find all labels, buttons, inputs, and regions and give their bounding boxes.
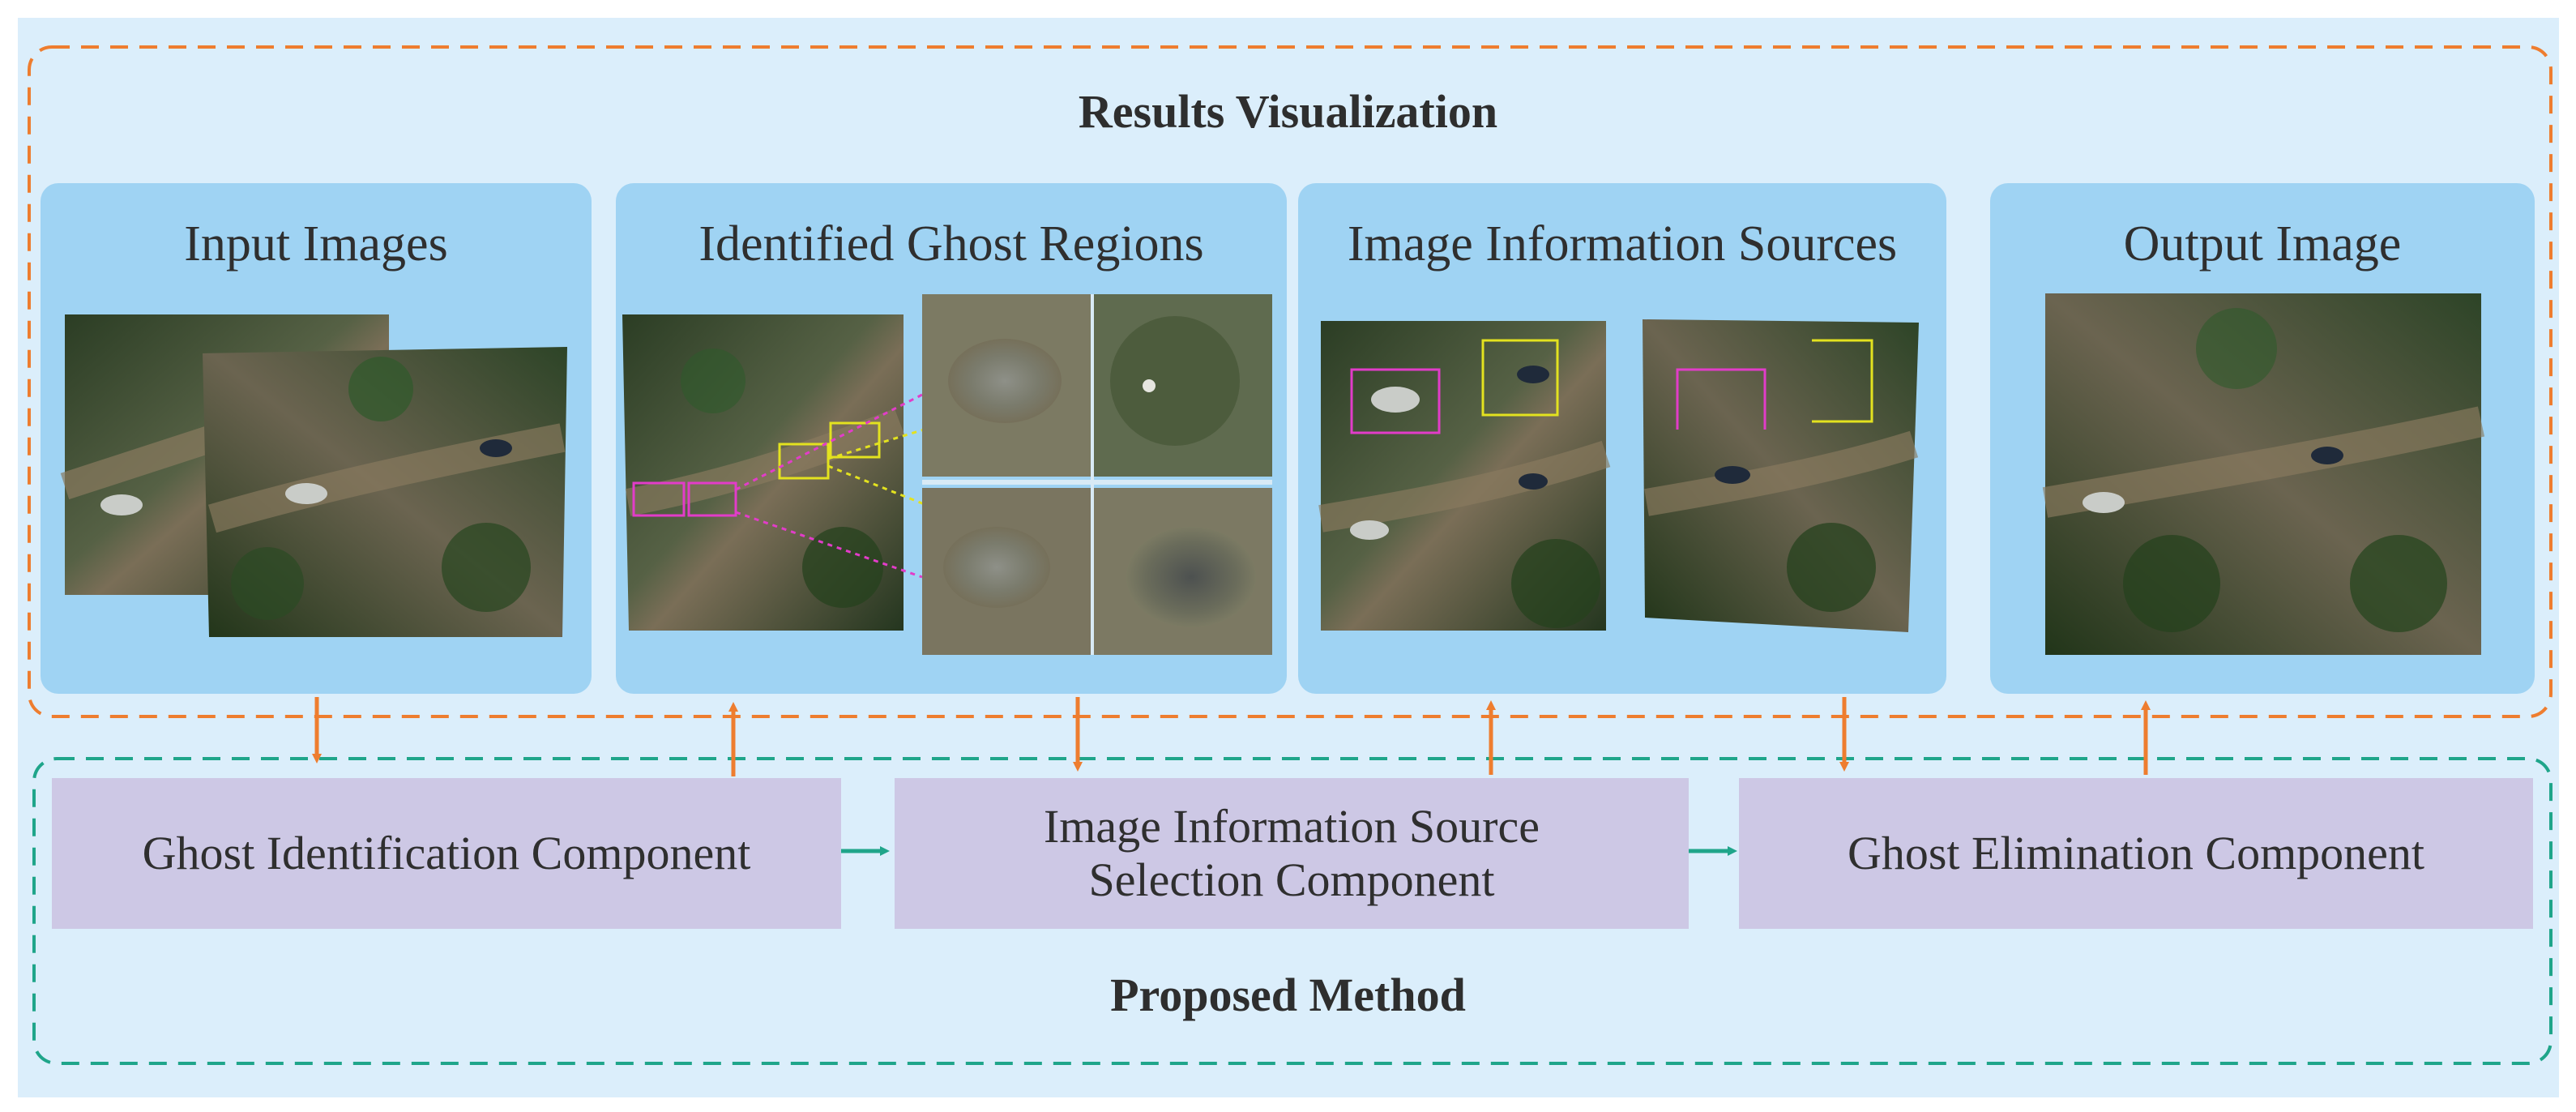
input-images-art <box>60 314 567 637</box>
component-label: Ghost Elimination Component <box>1847 827 2425 879</box>
component-label-line-2: Selection Component <box>1088 853 1495 906</box>
information-source-selection-component: Image Information Source Selection Compo… <box>895 778 1689 929</box>
proposed-method-heading: Proposed Method <box>1110 969 1466 1021</box>
output-image-art <box>2042 293 2485 655</box>
results-visualization-heading: Results Visualization <box>1078 85 1498 138</box>
panel-title-output-image: Output Image <box>2123 216 2402 272</box>
panel-title-information-sources: Image Information Sources <box>1347 216 1898 272</box>
method-frame <box>32 757 2553 1065</box>
information-sources-art <box>1318 319 1919 632</box>
component-label: Ghost Identification Component <box>142 827 751 879</box>
ghost-identification-component: Ghost Identification Component <box>52 778 841 929</box>
ghost-regions-art <box>622 294 1272 655</box>
results-frame <box>28 45 2553 718</box>
component-label-line-1: Image Information Source <box>1043 800 1540 853</box>
panel-title-ghost-regions: Identified Ghost Regions <box>698 216 1204 272</box>
connector-arrows <box>312 697 2151 856</box>
ghost-elimination-component: Ghost Elimination Component <box>1739 778 2533 929</box>
panel-title-input-images: Input Images <box>184 216 448 272</box>
